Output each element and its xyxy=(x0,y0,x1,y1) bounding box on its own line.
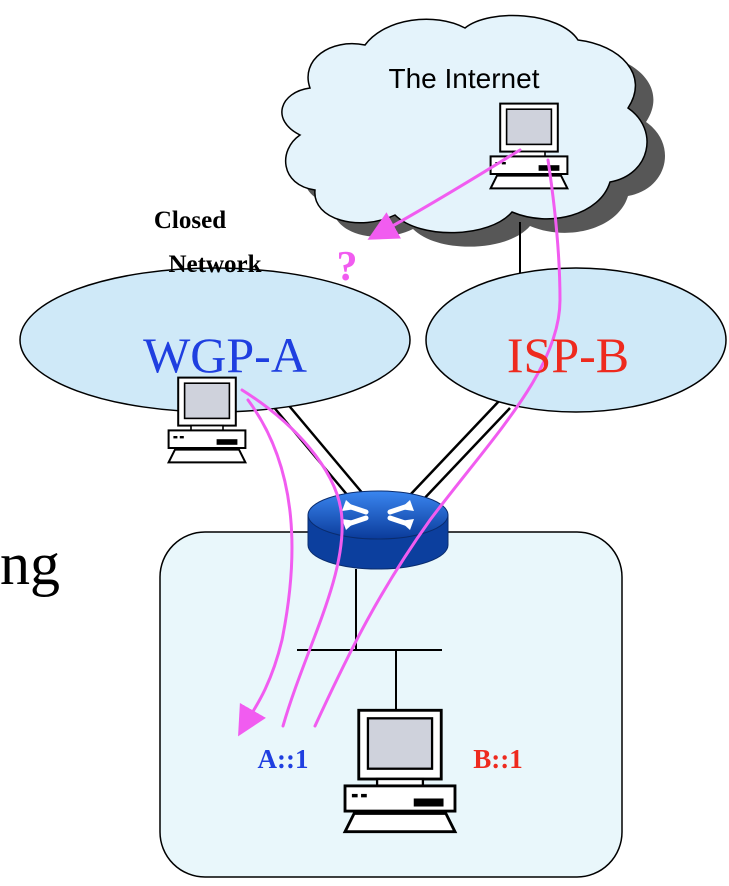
isp-b-network xyxy=(425,267,727,413)
isp-b-label: ISP-B xyxy=(507,327,629,383)
arrow-internet-to-wgp xyxy=(367,148,522,240)
partial-text: ng xyxy=(0,531,60,597)
lan-host-computer-icon xyxy=(343,708,457,834)
internet-host-computer-icon xyxy=(489,102,569,190)
router-icon xyxy=(307,490,449,570)
arrow-a1-to-wgp-host xyxy=(240,388,344,728)
internet-label: The Internet xyxy=(389,63,540,94)
arrow-wgp-host-to-a1 xyxy=(238,398,294,737)
question-mark: ? xyxy=(337,244,358,290)
arrow-a1-to-internet xyxy=(313,158,562,728)
wgp-a-label: WGP-A xyxy=(143,327,307,383)
host-a-address: A::1 xyxy=(258,744,309,774)
closed-network-label-line2: Network xyxy=(168,251,261,278)
host-b-address: B::1 xyxy=(473,744,523,774)
closed-network-label-line1: Closed xyxy=(154,207,226,234)
internet-cloud xyxy=(281,14,648,234)
wgp-a-host-computer-icon xyxy=(167,376,247,464)
router-uplink-isp-b xyxy=(409,399,511,504)
